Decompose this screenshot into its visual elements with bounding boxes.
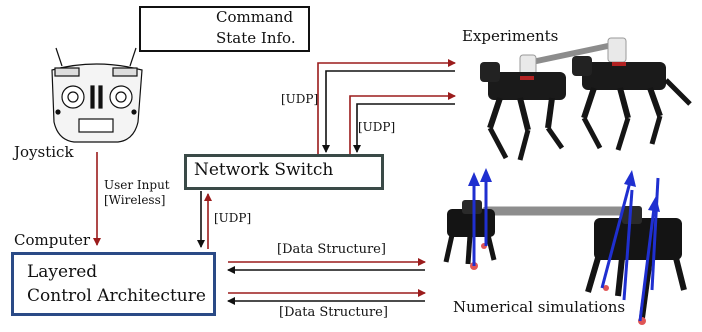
legend-state-label: State Info. (216, 29, 296, 47)
switch-to-robot-a-command (317, 59, 456, 154)
network-switch-box (184, 154, 384, 190)
legend (139, 6, 310, 52)
udp-label-right: [UDP] (358, 120, 396, 134)
layered-control-architecture-box (11, 252, 216, 316)
data-structure-label-top: [Data Structure] (277, 242, 386, 257)
computer-label: Computer (14, 231, 91, 249)
lca-line2: Control Architecture (27, 286, 206, 306)
switch-to-robot-b-command (349, 92, 456, 154)
rc-transmitter-icon (51, 47, 143, 143)
two-quadruped-robots-carrying-rod-photo (480, 37, 692, 161)
lca-line1: Layered (27, 262, 98, 282)
network-switch-label: Network Switch (194, 160, 334, 180)
legend-command-label: Command (216, 8, 294, 26)
udp-label-middle: [UDP] (214, 211, 252, 225)
user-input-label: User Input (104, 178, 170, 192)
joystick-label: Joystick (14, 143, 74, 161)
udp-label-left: [UDP] (281, 92, 319, 106)
robot-a-to-switch-state (322, 70, 455, 153)
robot-b-to-switch-state (353, 103, 455, 153)
two-simulated-quadruped-robots-with-force-vectors (443, 168, 687, 325)
wireless-label: [Wireless] (104, 193, 166, 207)
experiments-label: Experiments (462, 27, 559, 45)
data-structure-label-bottom: [Data Structure] (279, 305, 388, 320)
simulations-label: Numerical simulations (453, 298, 626, 316)
